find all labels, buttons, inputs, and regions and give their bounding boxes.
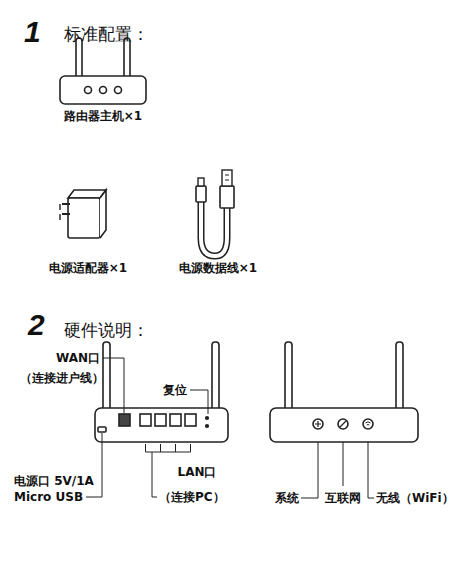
port-label: WAN口 bbox=[56, 350, 100, 366]
section-heading: 硬件说明： bbox=[64, 319, 149, 341]
port-note: （连接PC） bbox=[159, 489, 225, 505]
port-label: 电源口 5V/1A bbox=[14, 473, 94, 489]
indicator-label: 无线（WiFi） bbox=[376, 490, 454, 506]
section-number: 1 bbox=[24, 15, 41, 49]
power-adapter bbox=[60, 190, 106, 238]
item-label: 路由器主机×1 bbox=[64, 108, 142, 124]
router-back bbox=[95, 342, 228, 442]
router-top bbox=[60, 38, 146, 104]
item-label: 电源数据线×1 bbox=[179, 260, 257, 276]
port-note: （连接进户线） bbox=[20, 370, 104, 386]
router-front bbox=[270, 342, 418, 442]
indicator-label: 互联网 bbox=[325, 490, 361, 506]
power-cable bbox=[196, 170, 234, 256]
indicator-label: 系统 bbox=[275, 490, 299, 506]
item-label: 电源适配器×1 bbox=[49, 260, 127, 276]
section-number: 2 bbox=[28, 308, 45, 342]
button-label: 复位 bbox=[163, 382, 187, 398]
port-label: LAN口 bbox=[178, 464, 217, 480]
port-label: Micro USB bbox=[14, 489, 83, 505]
section-heading: 标准配置： bbox=[64, 23, 149, 45]
